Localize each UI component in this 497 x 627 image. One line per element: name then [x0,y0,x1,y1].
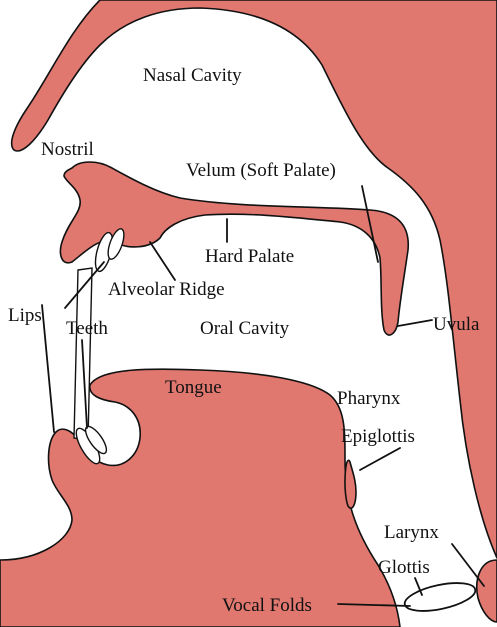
label-vocal-folds: Vocal Folds [222,595,312,616]
alveolar-ridge-leader [150,242,175,280]
label-pharynx: Pharynx [337,388,401,409]
label-oral-cavity: Oral Cavity [200,318,290,339]
uvula-leader [398,320,432,326]
larynx-back-tissue [477,560,497,622]
label-hard-palate: Hard Palate [205,246,294,267]
larynx-leader [452,544,484,586]
label-larynx: Larynx [384,522,439,543]
label-lips: Lips [8,305,42,326]
lips-leader [42,305,54,432]
epiglottis-tissue [345,460,356,508]
label-epiglottis: Epiglottis [341,426,415,447]
label-nostril: Nostril [41,139,94,160]
label-alveolar-ridge: Alveolar Ridge [108,279,225,300]
epiglottis-leader [360,448,400,470]
label-tongue: Tongue [165,377,222,398]
label-glottis: Glottis [378,557,430,578]
label-velum: Velum (Soft Palate) [186,160,336,181]
label-nasal-cavity: Nasal Cavity [143,65,242,86]
vocal-folds-shape [402,578,477,616]
label-teeth: Teeth [66,318,108,339]
label-uvula: Uvula [433,314,480,335]
